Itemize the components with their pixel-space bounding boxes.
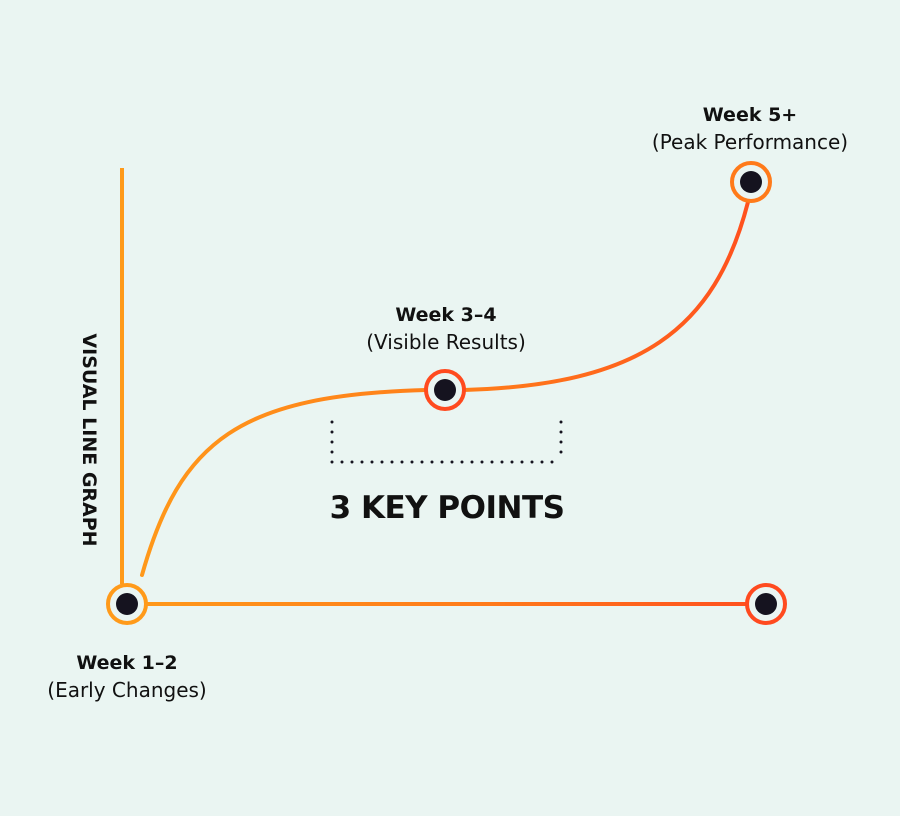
label-heading: Week 1–2 [76, 652, 178, 674]
point-week-5-marker [730, 161, 772, 203]
point-week-1-2-marker [106, 583, 148, 625]
point-week-3-4-marker [424, 369, 466, 411]
x-axis-end-marker [745, 583, 787, 625]
label-week-1-2: Week 1–2 (Early Changes) [47, 650, 206, 704]
axis-label: VISUAL LINE GRAPH [78, 333, 100, 547]
label-subtitle: (Visible Results) [366, 330, 526, 354]
label-heading: Week 5+ [702, 104, 798, 126]
label-heading: Week 3–4 [395, 304, 497, 326]
label-subtitle: (Peak Performance) [651, 130, 849, 154]
diagram-title: 3 KEY POINTS [329, 490, 565, 526]
label-week-3-4: Week 3–4 (Visible Results) [366, 302, 526, 356]
dotted-bracket [330, 420, 563, 464]
label-subtitle: (Early Changes) [47, 678, 207, 702]
growth-curve [140, 200, 750, 577]
label-week-5: Week 5+ (Peak Performance) [652, 102, 848, 156]
